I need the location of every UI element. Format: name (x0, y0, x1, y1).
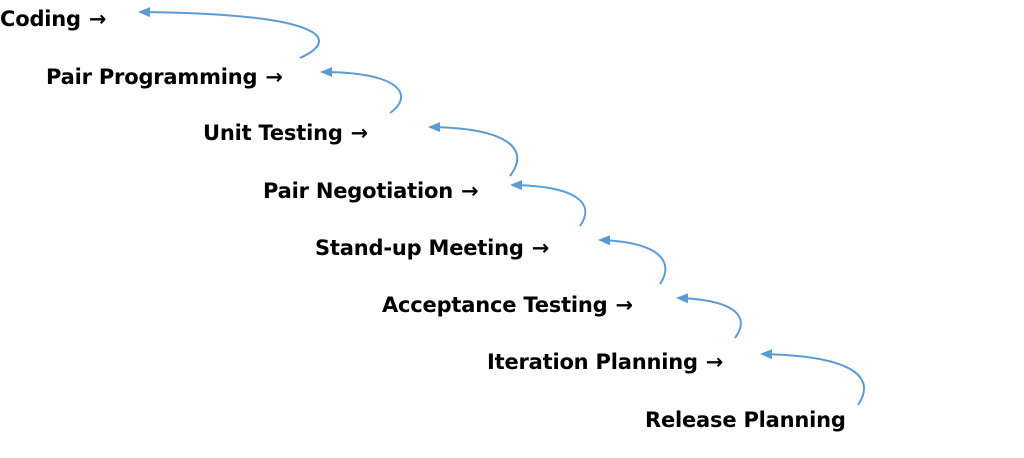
step-label: Iteration Planning (487, 350, 698, 374)
connector-pair-negotiation-to-unit-testing (428, 122, 519, 177)
step-label: Acceptance Testing (382, 293, 608, 317)
step-coding: Coding → (0, 9, 106, 30)
step-release-planning: Release Planning (645, 410, 846, 431)
right-arrow-icon: → (265, 65, 283, 89)
step-pair-programming: Pair Programming → (46, 67, 283, 88)
step-label: Pair Programming (46, 65, 258, 89)
connector-stand-up-meeting-to-pair-negotiation (510, 180, 587, 227)
connector-iteration-planning-to-acceptance-testing (676, 293, 742, 339)
connector-acceptance-testing-to-stand-up-meeting (598, 235, 667, 285)
step-pair-negotiation: Pair Negotiation → (263, 179, 479, 203)
right-arrow-icon: → (705, 350, 724, 374)
connector-unit-testing-to-pair-programming (320, 67, 402, 114)
step-label: Coding (0, 7, 81, 31)
connector-release-planning-to-iteration-planning (760, 349, 866, 406)
right-arrow-icon: → (531, 236, 550, 260)
step-unit-testing: Unit Testing → (203, 123, 368, 144)
step-label: Release Planning (645, 408, 846, 432)
right-arrow-icon: → (615, 293, 633, 317)
step-stand-up-meeting: Stand-up Meeting → (315, 238, 549, 259)
step-label: Stand-up Meeting (315, 236, 524, 260)
step-acceptance-testing: Acceptance Testing → (382, 295, 633, 316)
right-arrow-icon: → (350, 121, 369, 145)
right-arrow-icon: → (88, 7, 107, 31)
step-label: Pair Negotiation (263, 179, 453, 203)
right-arrow-icon: → (460, 179, 479, 203)
step-label: Unit Testing (203, 121, 343, 145)
connector-pair-programming-to-coding (138, 7, 320, 59)
step-iteration-planning: Iteration Planning → (487, 352, 723, 373)
